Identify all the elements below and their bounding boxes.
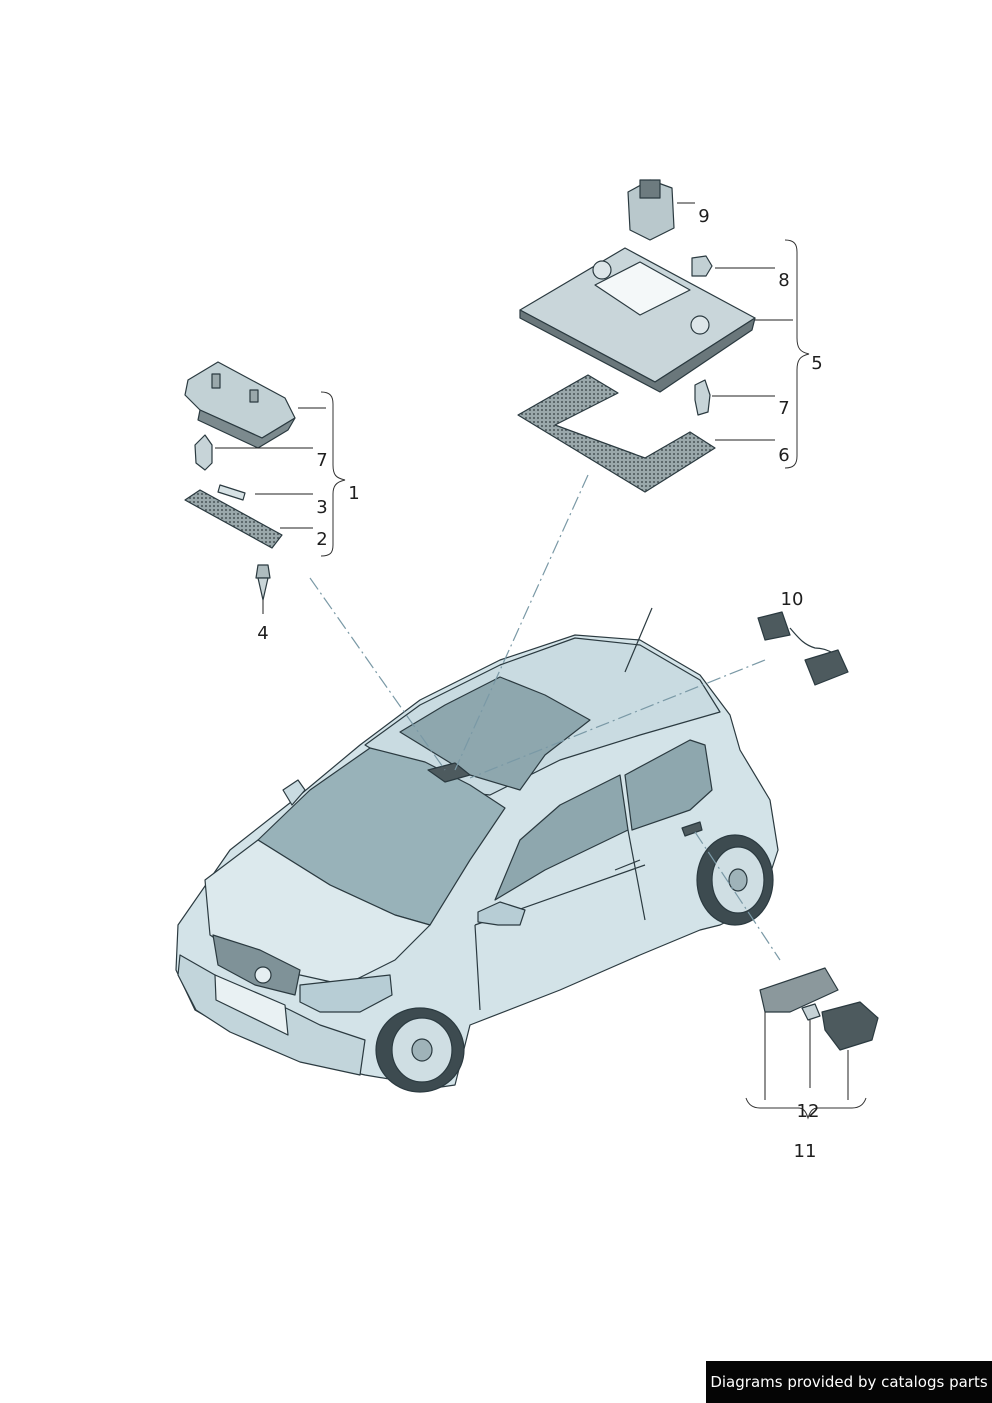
- callout-7-upper: 7: [778, 398, 790, 419]
- leader-lines: [215, 202, 849, 1100]
- part-8-clip: [691, 255, 713, 277]
- part-4-screw: [255, 564, 271, 601]
- part-9-switch: [627, 179, 675, 241]
- part-7-bulb: [194, 434, 213, 471]
- callout-12: 12: [796, 1101, 820, 1122]
- callout-4: 4: [257, 623, 269, 644]
- callout-6: 6: [778, 445, 790, 466]
- part-11-side-light: [759, 967, 879, 1051]
- callout-5: 5: [811, 353, 823, 374]
- callout-1: 1: [348, 483, 360, 504]
- callout-9: 9: [698, 206, 710, 227]
- part-10-wiring-harness: [757, 611, 849, 686]
- callout-7-lower: 7: [316, 450, 328, 471]
- part-1-interior-light-housing: [184, 361, 296, 449]
- callout-2: 2: [316, 529, 328, 550]
- part-2-lens: [184, 489, 283, 549]
- part-6-pad: [517, 374, 716, 493]
- part-5-console-frame: [519, 247, 756, 393]
- callout-8: 8: [778, 270, 790, 291]
- part-7-bulb-upper: [694, 379, 711, 416]
- callout-10: 10: [780, 589, 804, 610]
- footer-credit-badge: Diagrams provided by catalogs parts: [706, 1361, 992, 1403]
- leader-dashes: [309, 474, 781, 961]
- part-3-festoon-bulb: [217, 484, 246, 501]
- callout-3: 3: [316, 497, 328, 518]
- callout-11: 11: [793, 1141, 817, 1162]
- footer-credit-text: Diagrams provided by catalogs parts: [710, 1373, 988, 1391]
- braces: [320, 239, 867, 1120]
- car-illustration: [175, 607, 779, 1093]
